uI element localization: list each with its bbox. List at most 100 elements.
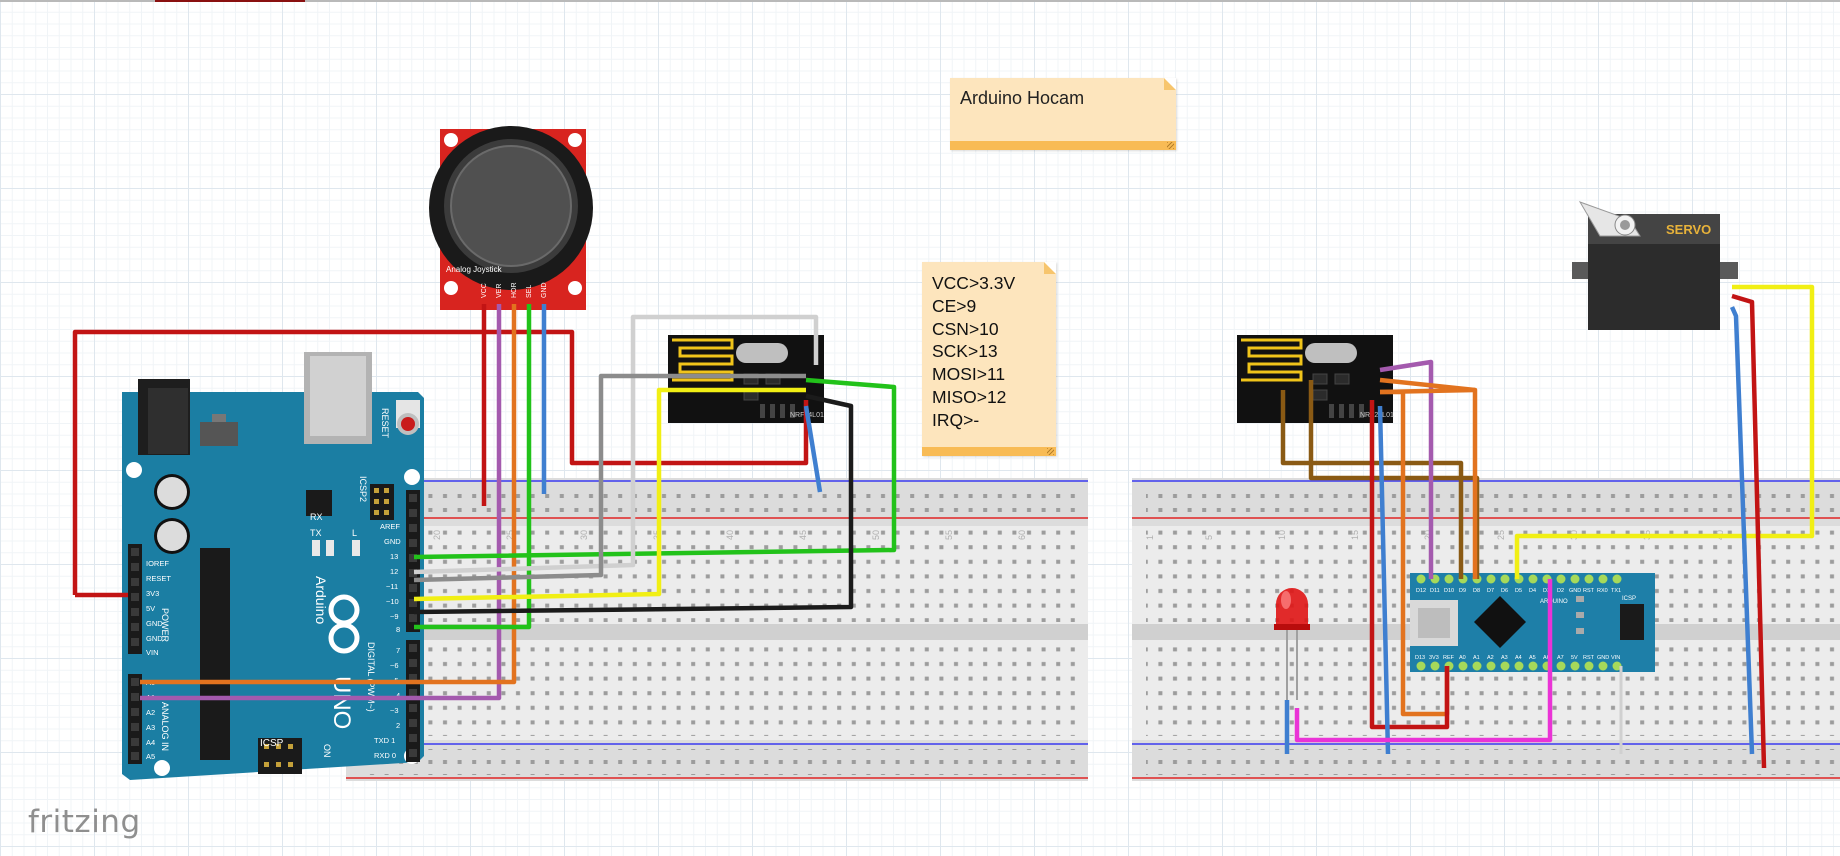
- nano-pin-label: D12: [1416, 588, 1426, 594]
- uno-l-label: L: [352, 528, 357, 538]
- digital-pin-label: 12: [390, 567, 398, 576]
- nrf-rx-label: NRF24L01: [1360, 412, 1394, 419]
- uno-model-label: UNO: [328, 676, 355, 729]
- note-resize-grip[interactable]: [1047, 448, 1054, 455]
- digital-pin-label: TXD 1: [374, 736, 395, 745]
- fritzing-logo: fritzing: [28, 804, 141, 840]
- pin-mapping-line: IRQ>-: [932, 409, 980, 430]
- analog-pin-label: A3: [146, 723, 155, 732]
- digital-pin-label: ~10: [386, 597, 399, 606]
- uno-rx-label: RX: [310, 512, 323, 522]
- analog-pin-label: A2: [146, 708, 155, 717]
- title-note-text: Arduino Hocam: [960, 88, 1085, 108]
- breadboard-left[interactable]: 20 25 30 35 40 45 50 55 60: [346, 478, 1088, 781]
- pin-mapping-line: MOSI>11: [932, 364, 1006, 385]
- nano-pin-label: VIN: [1611, 655, 1620, 661]
- nano-pin-label: A3: [1501, 655, 1508, 661]
- servo-motor[interactable]: SERVO: [1572, 201, 1738, 330]
- note-corner: [1044, 262, 1056, 274]
- note-footer-bar: [950, 141, 1176, 150]
- nano-pin-label: D11: [1430, 588, 1440, 594]
- nano-pin-label: 5V: [1571, 655, 1578, 661]
- pin-mapping-line: VCC>3.3V: [932, 273, 1016, 293]
- wires-transmitter[interactable]: [72, 304, 897, 701]
- note-corner: [1164, 78, 1176, 90]
- power-pin-label: 5V: [146, 604, 155, 613]
- power-pin-label: RESET: [146, 574, 171, 583]
- nano-pin-label: 3V3: [1429, 655, 1439, 661]
- nano-pin-label: D5: [1515, 588, 1522, 594]
- nano-pin-label: D7: [1487, 588, 1494, 594]
- pin-mapping-line: MISO>12: [932, 386, 1007, 407]
- uno-power-label: POWER: [160, 608, 170, 643]
- nano-pin-label: A1: [1473, 655, 1480, 661]
- breadboard-column-number: 25: [1496, 530, 1506, 540]
- nano-pin-label: RX0: [1597, 588, 1608, 594]
- power-pin-label: GND: [146, 634, 163, 643]
- pin-mapping-note[interactable]: VCC>3.3V CE>9 CSN>10 SCK>13 MOSI>11 MISO…: [922, 262, 1056, 456]
- nano-pin-label: A5: [1529, 655, 1536, 661]
- breadboard-column-number: 60: [1017, 530, 1027, 540]
- nano-pin-label: A0: [1459, 655, 1466, 661]
- wires-receiver[interactable]: [1280, 284, 1815, 769]
- breadboard-column-number: 15: [1350, 530, 1360, 540]
- uno-icsp2-label: ICSP2: [358, 476, 368, 502]
- joystick-label: Analog Joystick: [446, 265, 503, 274]
- canvas-top-border: [0, 0, 1840, 2]
- nano-pin-label: A6: [1543, 655, 1550, 661]
- breadboard-column-number: 25: [505, 530, 515, 540]
- title-note[interactable]: Arduino Hocam: [950, 78, 1176, 150]
- digital-pin-label: GND: [384, 537, 401, 546]
- digital-pin-label: ~11: [386, 582, 398, 591]
- nrf24l01-receiver[interactable]: NRF24L01: [1237, 335, 1394, 423]
- nano-pin-label: D6: [1501, 588, 1508, 594]
- power-pin-label: GND: [146, 619, 163, 628]
- pin-mapping-line: SCK>13: [932, 341, 998, 362]
- digital-pin-label: ~3: [390, 706, 399, 715]
- joystick-pin-label: VCC: [481, 283, 488, 298]
- uno-on-label: ON: [322, 744, 332, 758]
- nano-pin-label: D10: [1444, 588, 1454, 594]
- breadboard-column-number: 50: [871, 530, 881, 540]
- pin-mapping-line: CE>9: [932, 295, 977, 316]
- digital-pin-label: AREF: [380, 522, 400, 531]
- joystick-module[interactable]: Analog Joystick VCC VER HOR SEL GND: [429, 126, 593, 310]
- note-footer-bar: [922, 447, 1056, 456]
- joystick-pin-label: SEL: [526, 285, 533, 298]
- breadboard-column-number: 1: [1145, 535, 1155, 540]
- digital-pin-label: ~6: [390, 661, 399, 670]
- digital-pin-label: 4: [396, 691, 400, 700]
- breadboard-column-number: 30: [579, 530, 589, 540]
- breadboard-column-number: 5: [1204, 535, 1214, 540]
- arduino-uno-board[interactable]: Arduino UNO RESET ICSP2 ICSP POWER ANALO…: [122, 352, 424, 780]
- digital-pin-label: 2: [396, 721, 400, 730]
- uno-reset-label: RESET: [380, 408, 390, 439]
- servo-label: SERVO: [1666, 222, 1711, 237]
- uno-brand-label: Arduino: [313, 576, 329, 624]
- analog-pin-label: A5: [146, 752, 155, 761]
- power-pin-label: 3V3: [146, 589, 159, 598]
- red-led[interactable]: [1274, 588, 1310, 708]
- uno-analog-label: ANALOG IN: [160, 702, 170, 751]
- active-tab-indicator: [155, 0, 305, 2]
- uno-icsp-label: ICSP: [260, 738, 284, 749]
- joystick-pin-label: HOR: [511, 282, 518, 298]
- nrf24l01-transmitter[interactable]: NRF24L01: [668, 335, 824, 423]
- nano-pin-label: D2: [1557, 588, 1564, 594]
- nano-pin-label: REF: [1443, 655, 1455, 661]
- digital-pin-label: 8: [396, 625, 400, 634]
- breadboard-column-number: 20: [432, 530, 442, 540]
- breadboard-column-number: 20: [1423, 530, 1433, 540]
- nano-pin-label: RST: [1583, 588, 1595, 594]
- nano-pin-label: GND: [1597, 655, 1609, 661]
- nano-pin-label: TX1: [1611, 588, 1621, 594]
- nano-pin-label: D4: [1529, 588, 1536, 594]
- breadboard-column-number: 10: [1277, 530, 1287, 540]
- nano-pin-label: RST: [1583, 655, 1595, 661]
- note-resize-grip[interactable]: [1167, 142, 1174, 149]
- digital-pin-label: ~9: [390, 612, 399, 621]
- arduino-nano-board[interactable]: D12 D11 D10 D9 D8 D7 D6 D5 D4 D3 D2 GND …: [1410, 573, 1655, 672]
- nano-pin-label: A7: [1557, 655, 1564, 661]
- power-pin-label: VIN: [146, 648, 159, 657]
